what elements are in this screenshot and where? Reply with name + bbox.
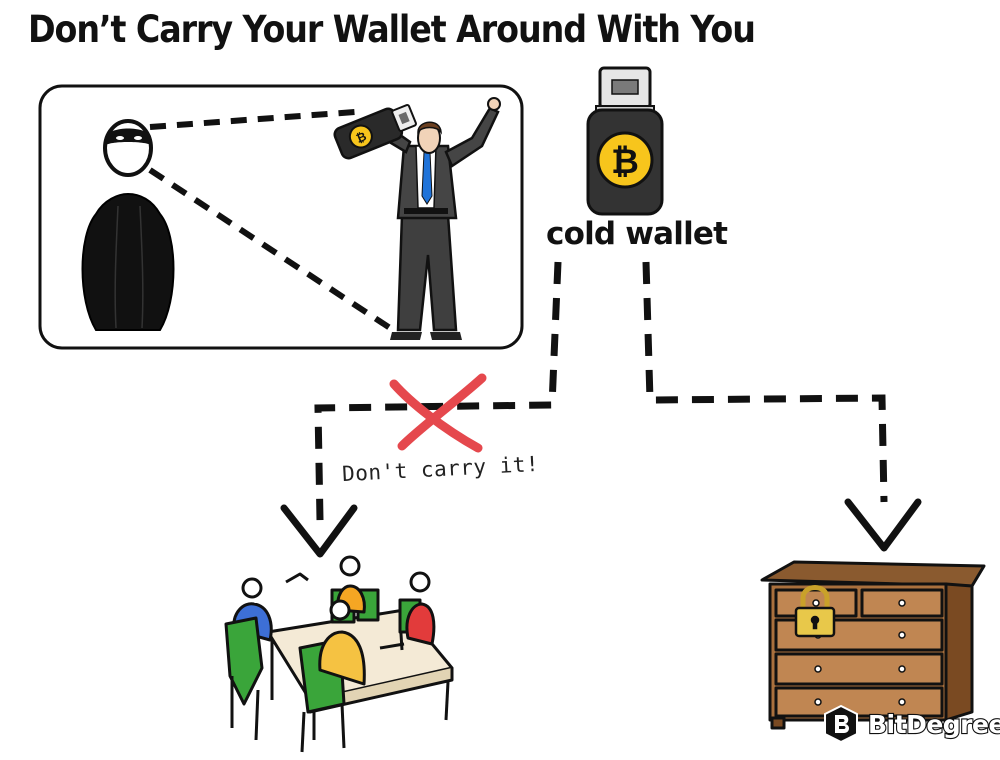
usb-cold-wallet-icon: ₿ <box>586 66 664 216</box>
brand: BitDegree <box>822 704 1000 744</box>
padlock-icon <box>794 585 836 638</box>
page-title: Don’t Carry Your Wallet Around With You <box>28 8 756 51</box>
sight-lines <box>148 109 392 331</box>
cold-wallet-label: cold wallet <box>546 216 728 252</box>
brand-name: BitDegree <box>867 708 1000 739</box>
meeting-table-icon <box>224 555 454 753</box>
red-cross-icon <box>389 373 487 453</box>
arrowhead-dresser <box>844 498 922 552</box>
arrowheads <box>280 498 922 558</box>
dresser-icon <box>760 560 986 730</box>
usb-wallet-small-icon: ₿ <box>333 103 417 160</box>
bitcoin-icon: ₿ <box>611 142 639 182</box>
path-to-meeting <box>314 261 562 521</box>
path-to-dresser <box>642 261 888 503</box>
masked-thief-icon <box>81 119 175 331</box>
cheering-man-icon <box>368 97 501 340</box>
bitdegree-logo-icon <box>824 704 858 744</box>
dashed-paths <box>314 261 888 521</box>
arrowhead-meeting <box>280 504 358 558</box>
